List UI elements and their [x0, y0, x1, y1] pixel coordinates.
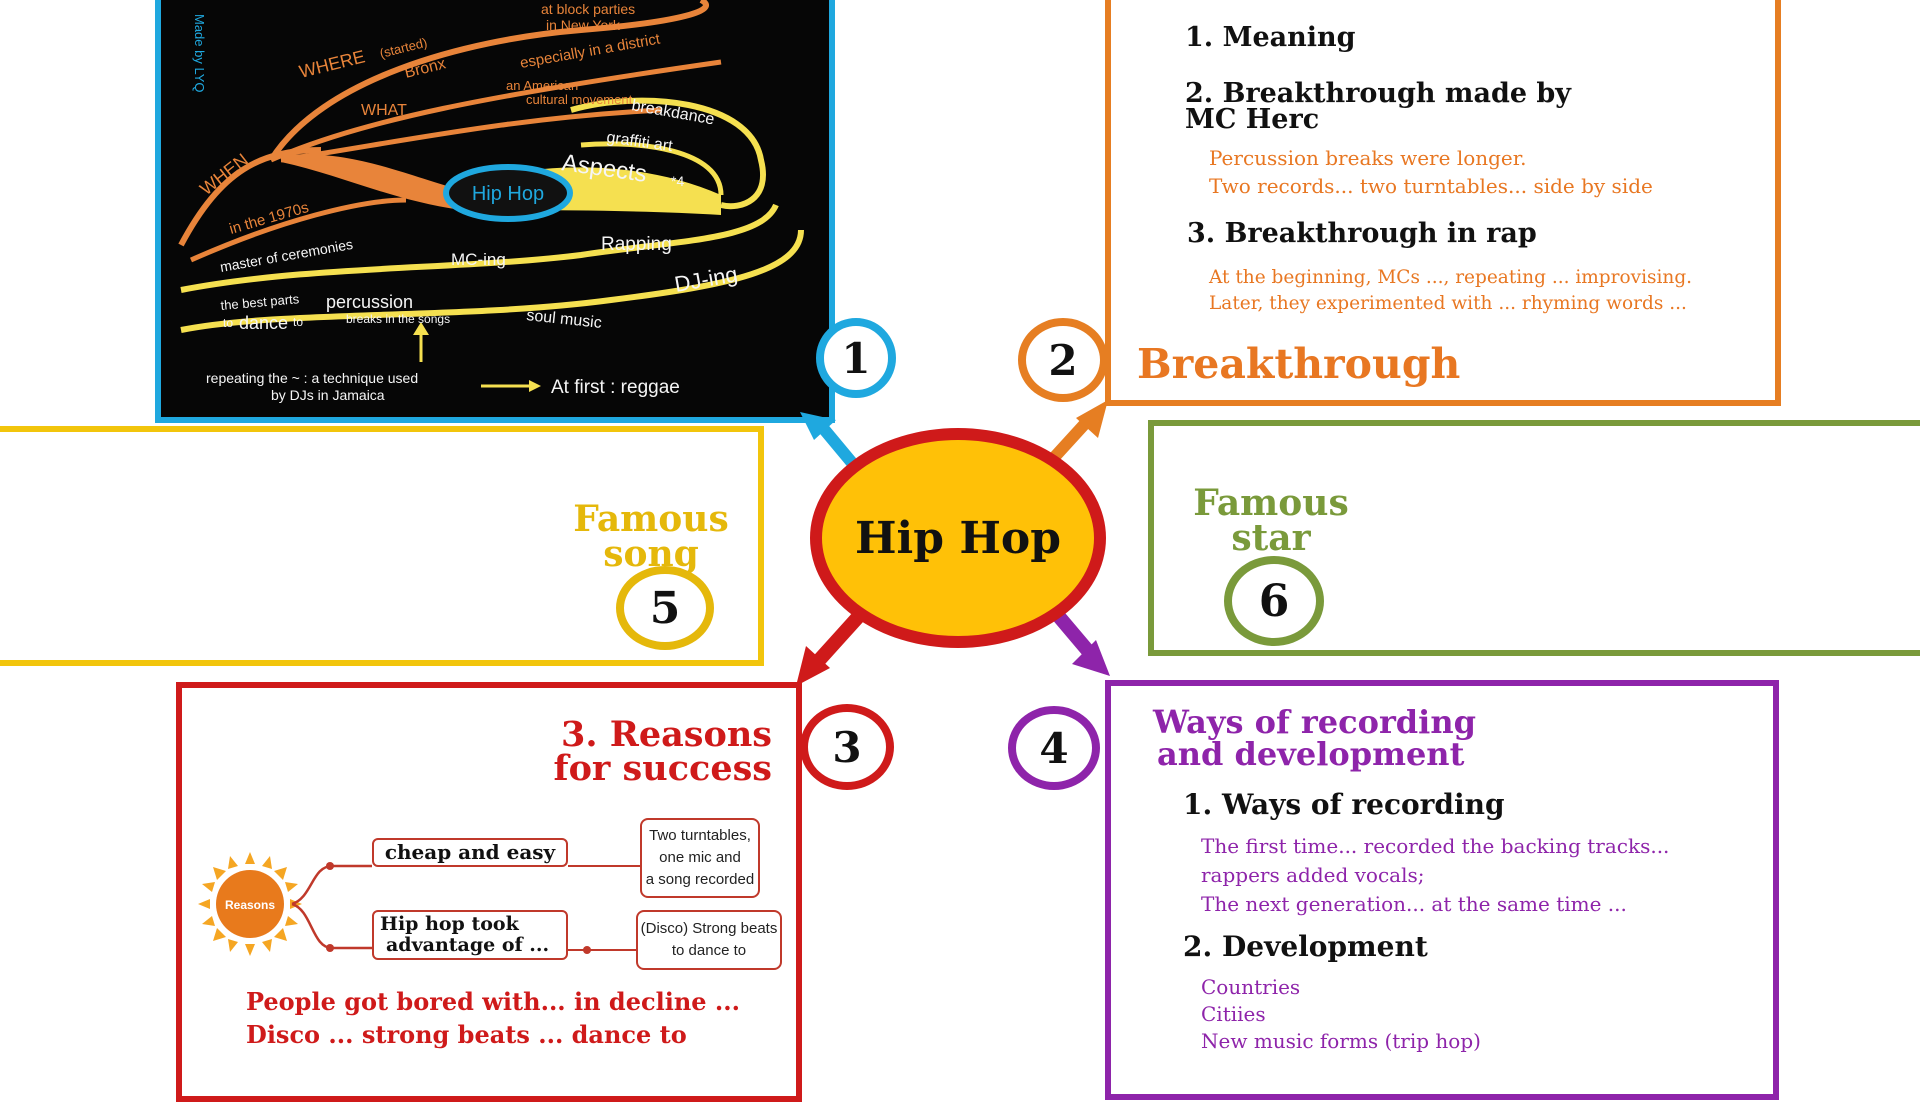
bored-text: People got bored with... in decline ...	[246, 987, 740, 1016]
label-cultural: cultural movement	[526, 92, 633, 107]
music-forms-text: New music forms (trip hop)	[1201, 1029, 1481, 1053]
image-hiphop-label: Hip Hop	[472, 183, 544, 205]
badge-1: 1	[816, 318, 896, 398]
percussion-text: Percussion breaks were longer.	[1209, 146, 1527, 170]
badge-2: 2	[1018, 318, 1108, 402]
badge-4: 4	[1008, 706, 1100, 790]
first-time-text: The first time... recorded the backing t…	[1201, 834, 1670, 858]
famous-star-line1: Famous	[1193, 482, 1349, 524]
mc-herc-heading: MC Herc	[1185, 104, 1320, 135]
countries-text: Countries	[1201, 975, 1301, 999]
label-dance-to: to	[293, 315, 303, 329]
label-best-parts-to: to	[223, 316, 233, 330]
label-djs-jamaica: by DJs in Jamaica	[271, 387, 385, 403]
cheap-and-easy-box: cheap and easy	[372, 838, 568, 867]
famous-song-line1: Famous	[573, 498, 729, 540]
label-breaks: breaks in the songs	[346, 312, 450, 326]
note2-line2: to dance to	[671, 942, 747, 959]
note1-line3: a song recorded	[645, 871, 755, 888]
recording-title-line1: Ways of recording	[1153, 703, 1476, 741]
meaning-heading: 1. Meaning	[1185, 22, 1356, 53]
sun-icon: Reasons	[198, 852, 302, 956]
note2-line1: (Disco) Strong beats	[640, 920, 778, 937]
ways-heading: 1. Ways of recording	[1183, 788, 1505, 821]
label-what: WHAT	[361, 102, 407, 119]
hiphop-mindmap-image: Hip Hop Made by LYQ at block parties in …	[178, 0, 804, 403]
took-advantage-box: Hip hop took advantage of ...	[372, 910, 568, 960]
panel-4-recording: Ways of recording and development 1. Way…	[1105, 680, 1779, 1100]
cities-text: Citiies	[1201, 1002, 1266, 1026]
panel-3-reasons: 3. Reasons for success	[176, 682, 802, 1102]
beginning-text: At the beginning, MCs ..., repeating ...…	[1209, 267, 1693, 288]
records-text: Two records... two turntables... side by…	[1209, 174, 1653, 198]
rap-heading: 3. Breakthrough in rap	[1187, 218, 1537, 249]
later-text: Later, they experimented with ... rhymin…	[1209, 293, 1687, 314]
center-hip-hop-node: Hip Hop	[810, 428, 1106, 648]
breakthrough-title: Breakthrough	[1137, 340, 1461, 388]
label-new-york: in New York	[546, 17, 621, 33]
vocals-text: rappers added vocals;	[1201, 863, 1425, 887]
reasons-title-line2: for success	[553, 748, 772, 789]
label-block-parties: at block parties	[541, 1, 635, 17]
label-american: an American	[506, 78, 578, 93]
recording-title-line2: and development	[1157, 735, 1465, 773]
reasons-tree: Reasons	[198, 852, 642, 956]
label-rapping: Rapping	[601, 234, 672, 255]
label-percussion: percussion	[326, 292, 413, 312]
panel-5-famous-song: Famous song	[0, 426, 764, 666]
panel-2-breakthrough: 1. Meaning 2. Breakthrough made by MC He…	[1105, 0, 1781, 406]
sun-label: Reasons	[225, 898, 275, 912]
label-aspects-count: *4	[671, 173, 684, 189]
disco-text: Disco ... strong beats ... dance to	[246, 1020, 687, 1049]
famous-song-line2: song	[603, 533, 699, 575]
badge-3: 3	[800, 704, 894, 790]
note-turntables: Two turntables, one mic and a song recor…	[640, 818, 760, 898]
note1-line2: one mic and	[659, 849, 741, 866]
famous-star-line2: star	[1231, 517, 1311, 559]
label-mcing: MC-ing	[451, 250, 506, 269]
center-label: Hip Hop	[854, 512, 1062, 564]
note-disco: (Disco) Strong beats to dance to	[636, 910, 782, 970]
development-heading: 2. Development	[1183, 930, 1428, 963]
badge-5: 5	[616, 566, 714, 650]
note1-line1: Two turntables,	[649, 827, 751, 844]
took-line2: advantage of ...	[386, 934, 550, 956]
panel-1-image: Hip Hop Made by LYQ at block parties in …	[155, 0, 835, 423]
panel-6-famous-star: Famous star	[1148, 420, 1920, 656]
label-dance: dance	[239, 313, 288, 333]
label-reggae: At first : reggae	[551, 377, 680, 398]
next-generation-text: The next generation... at the same time …	[1201, 892, 1627, 916]
label-best-parts: the best parts	[220, 291, 300, 313]
signature: Made by LYQ	[192, 14, 207, 93]
breakthrough-heading: 2. Breakthrough made by	[1185, 78, 1571, 109]
took-line1: Hip hop took	[380, 913, 519, 935]
badge-6: 6	[1224, 556, 1324, 646]
reasons-title-line1: 3. Reasons	[561, 714, 772, 755]
label-repeating: repeating the ~ : a technique used	[206, 370, 418, 386]
